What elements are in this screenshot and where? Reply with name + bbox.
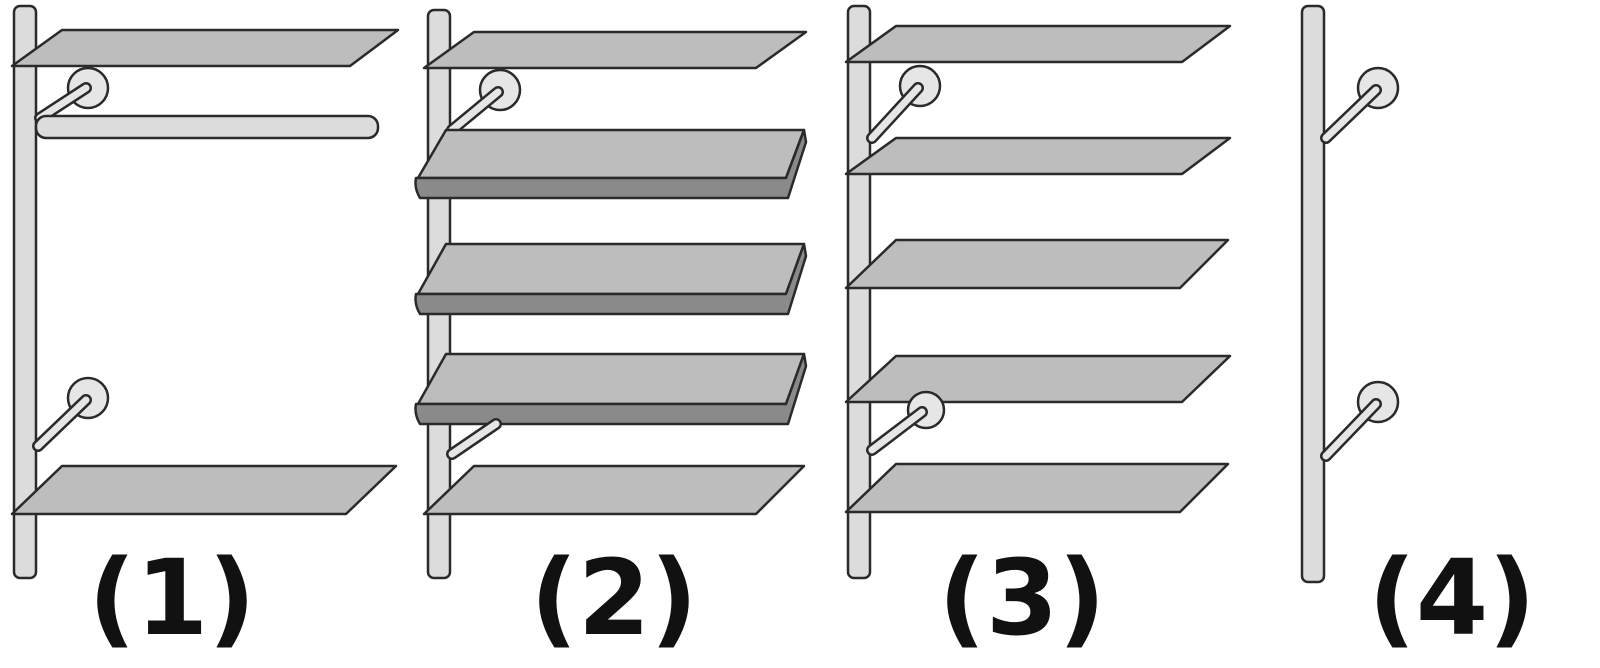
bracket [32, 376, 110, 452]
bracket-arm-fill [1322, 400, 1380, 460]
hanging-rail [34, 114, 380, 140]
bracket-arm-fill [34, 396, 90, 450]
post-3 [846, 4, 872, 580]
flat-shelf [844, 238, 1230, 290]
shelf-unit-4 [1300, 4, 1400, 584]
bracket [34, 66, 110, 124]
flat-shelf [844, 354, 1232, 404]
shelf-unit-3 [844, 4, 1232, 580]
bracket [866, 390, 946, 456]
bracket-arm-fill [868, 408, 926, 454]
bracket [1320, 380, 1400, 462]
bracket-arm-fill [868, 84, 922, 142]
flat-shelf [844, 462, 1230, 514]
unit-label-2: (2) [530, 537, 697, 659]
flat-shelf [844, 136, 1232, 176]
bracket-arm-fill [1322, 86, 1380, 142]
thick-shelf [414, 242, 808, 316]
flat-shelf [422, 464, 806, 516]
bracket [446, 68, 522, 136]
flat-shelf [10, 28, 400, 68]
unit-label-1: (1) [88, 537, 255, 659]
unit-label-3: (3) [938, 537, 1105, 659]
bracket [866, 64, 942, 144]
thick-shelf [414, 352, 808, 426]
bracket [446, 418, 502, 460]
shelf-unit-2 [414, 8, 808, 580]
bracket-arm-fill [448, 88, 502, 134]
bracket [1320, 66, 1400, 144]
shelf-unit-1 [10, 4, 400, 580]
bracket-arm-fill [448, 420, 500, 458]
thick-shelf [414, 128, 808, 200]
flat-shelf [844, 24, 1232, 64]
flat-shelf [422, 30, 808, 70]
post-1 [12, 4, 38, 580]
flat-shelf [10, 464, 398, 516]
bracket-arm-fill [36, 84, 90, 122]
unit-label-4: (4) [1368, 537, 1535, 659]
post-4 [1300, 4, 1326, 584]
